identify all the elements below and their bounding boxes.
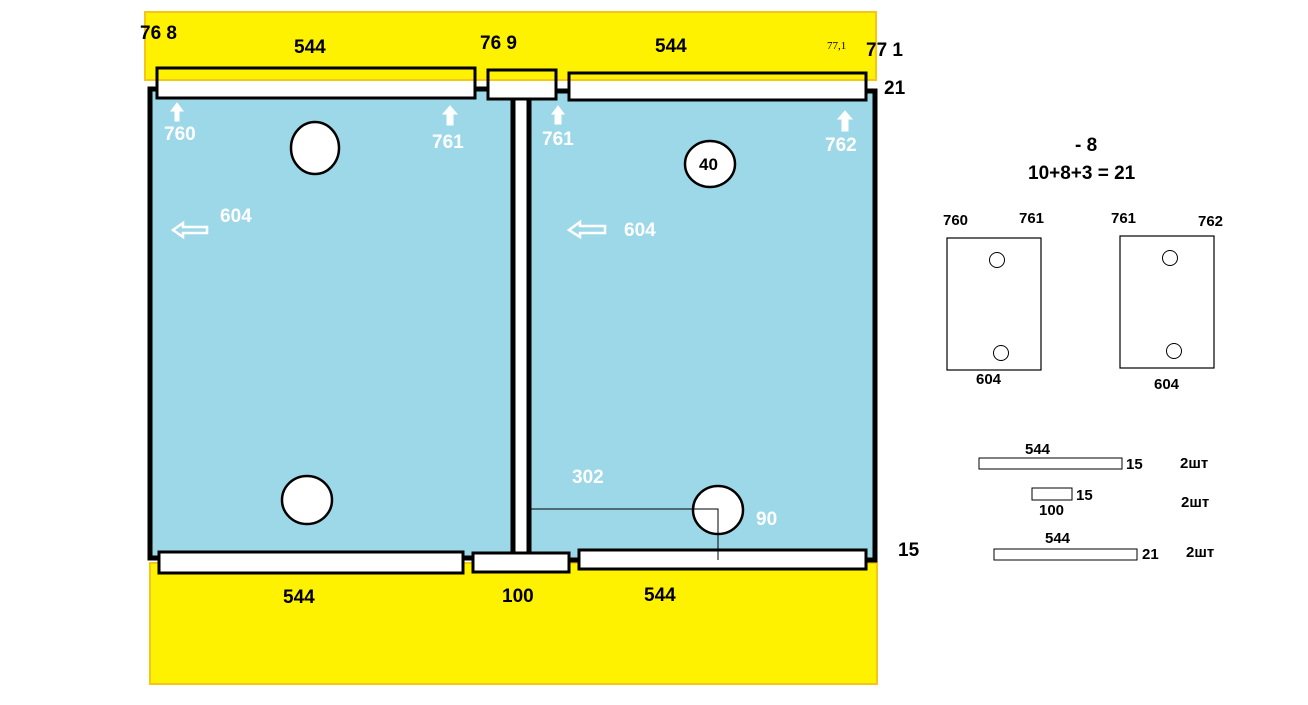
label-hole-90: 90 <box>756 509 778 530</box>
strip-2-thickness: 15 <box>1076 487 1093 504</box>
calc-line-2: 10+8+3 = 21 <box>1028 163 1136 184</box>
part-b-hole <box>1162 250 1178 266</box>
label-bottom-middle: 100 <box>502 586 534 607</box>
label-thickness-top: 21 <box>884 78 906 99</box>
label-thickness-bottom: 15 <box>898 540 920 561</box>
part-b-outline <box>1119 235 1215 369</box>
part-a-hole <box>993 345 1009 361</box>
label-small-right: 77,1 <box>827 40 847 52</box>
part-b-right: 762 <box>1198 213 1224 230</box>
left-arrow-icon <box>566 219 607 240</box>
strip-1-qty: 2шт <box>1180 455 1209 472</box>
top-strip-left <box>155 66 477 100</box>
strip-1-thickness: 15 <box>1126 456 1143 473</box>
label-right-width: 604 <box>624 220 656 241</box>
label-corner-left: 76 8 <box>140 23 177 44</box>
label-bottom-strip-right: 544 <box>644 585 676 606</box>
hole-left-bottom <box>280 474 334 526</box>
label-762: 762 <box>825 135 857 156</box>
label-left-width: 604 <box>220 206 252 227</box>
part-a-bottom: 604 <box>976 371 1002 388</box>
label-top-strip-right: 544 <box>655 36 687 57</box>
up-arrow-icon <box>170 102 184 122</box>
up-arrow-icon <box>551 105 565 125</box>
part-strip-3 <box>993 548 1138 561</box>
strip-2-qty: 2шт <box>1181 494 1210 511</box>
top-strip-middle-fill <box>489 82 555 98</box>
top-strip-left-fill <box>157 82 475 97</box>
part-b-left: 761 <box>1111 210 1137 227</box>
label-offset-302: 302 <box>572 467 604 488</box>
label-hole-40: 40 <box>699 155 718 174</box>
part-a-outline <box>946 237 1042 371</box>
bottom-yellow-area <box>149 562 878 685</box>
part-a-left: 760 <box>943 212 969 229</box>
hole-left-top <box>289 120 341 176</box>
bottom-strip-middle <box>471 551 571 574</box>
part-a-hole <box>989 252 1005 268</box>
part-b-hole <box>1166 343 1182 359</box>
label-760: 760 <box>164 124 196 145</box>
arrow-icons <box>170 102 854 240</box>
bottom-strip-left <box>157 550 465 575</box>
label-761-right: 761 <box>542 129 574 150</box>
label-corner-right: 77 1 <box>866 40 903 61</box>
label-bottom-strip-left: 544 <box>283 587 315 608</box>
up-arrow-icon <box>441 105 459 126</box>
top-strip-right <box>567 71 868 102</box>
bottom-strip-right <box>577 548 868 571</box>
up-arrow-icon <box>836 110 854 132</box>
calc-line-1: - 8 <box>1075 135 1098 156</box>
hole-right-top <box>683 139 737 189</box>
part-strip-2 <box>1031 487 1073 501</box>
top-strip-middle <box>486 68 558 101</box>
strip-3-length: 544 <box>1045 530 1071 547</box>
label-top-middle: 76 9 <box>480 33 517 54</box>
part-a-right: 761 <box>1019 210 1045 227</box>
strip-2-length: 100 <box>1039 502 1065 519</box>
top-strip-right-fill <box>570 82 865 99</box>
strip-3-thickness: 21 <box>1142 546 1159 563</box>
label-top-strip-left: 544 <box>294 37 326 58</box>
part-strip-1 <box>978 457 1123 470</box>
strip-1-length: 544 <box>1025 441 1051 458</box>
left-arrow-icon <box>170 220 209 240</box>
strip-3-qty: 2шт <box>1186 544 1215 561</box>
label-761-left: 761 <box>432 132 464 153</box>
dimension-line <box>531 508 719 560</box>
part-b-bottom: 604 <box>1154 376 1180 393</box>
